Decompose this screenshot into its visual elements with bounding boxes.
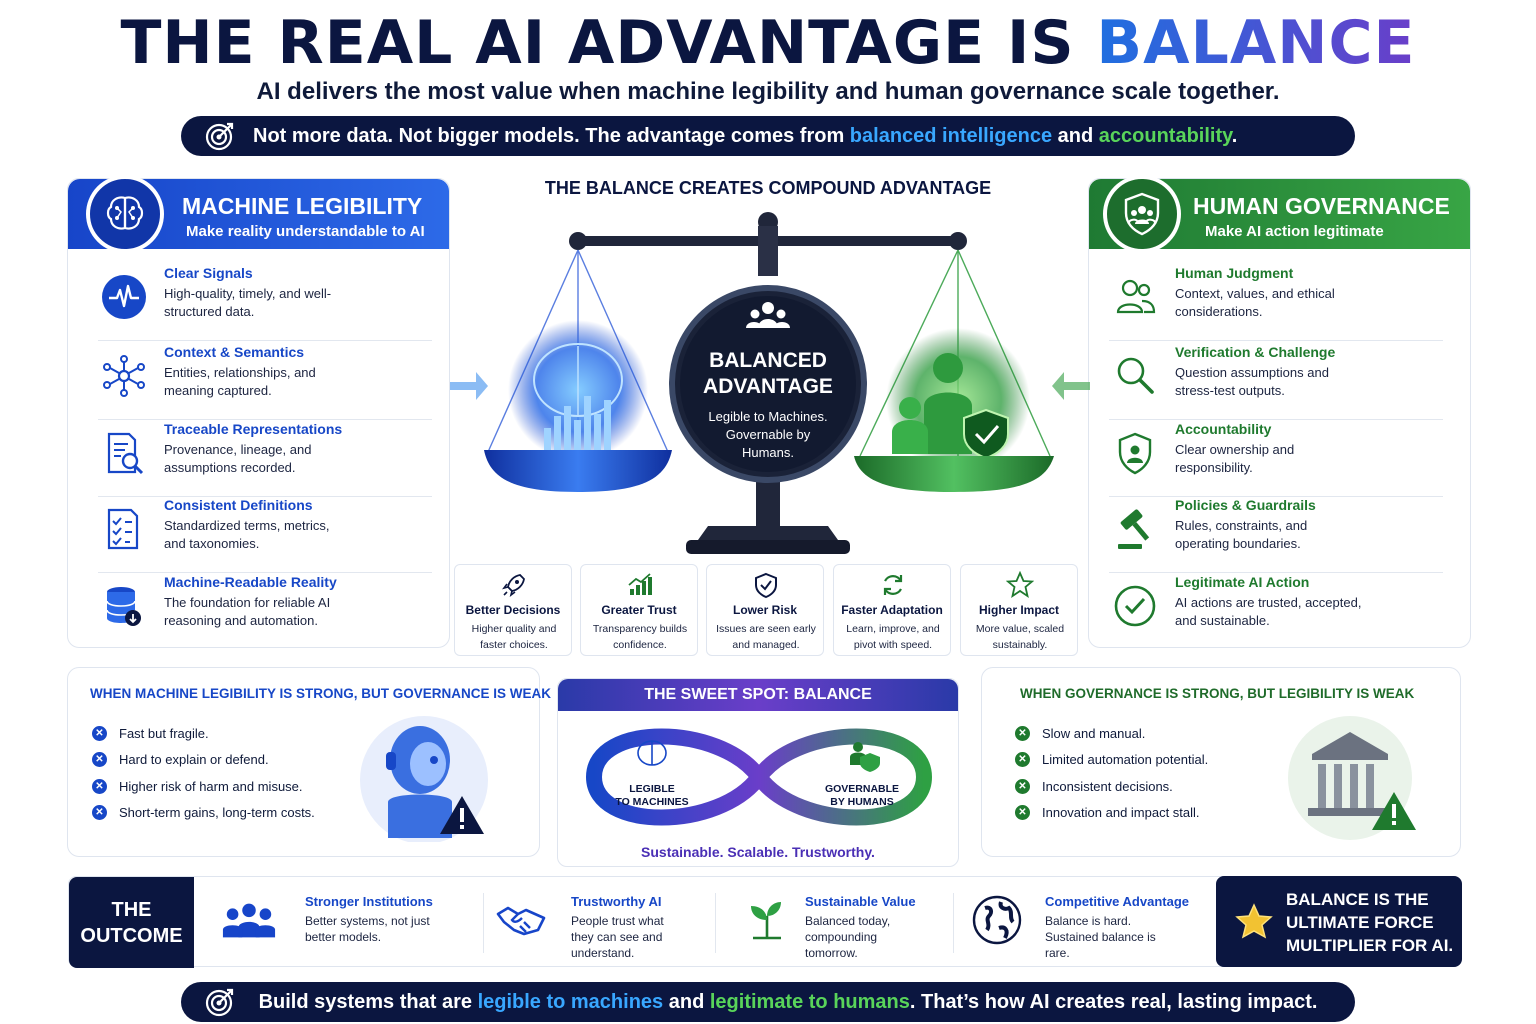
human-governance-subtitle: Make AI action legitimate <box>1205 223 1384 240</box>
bottom-banner-text: Build systems that are legible to machin… <box>258 990 1318 1013</box>
sprout-icon <box>739 895 795 945</box>
brain-icon <box>86 175 164 253</box>
database-icon <box>100 582 148 630</box>
sweet-spot-footer: Sustainable. Scalable. Trustworthy. <box>641 844 875 860</box>
pulse-icon <box>100 273 148 321</box>
human-governance-panel: HUMAN GOVERNANCE Make AI action legitima… <box>1088 175 1471 650</box>
banner-text: Not more data. Not bigger models. The ad… <box>253 124 1238 147</box>
handshake-icon <box>493 895 549 945</box>
list-item: ✕Hard to explain or defend. <box>92 752 269 767</box>
weak-legibility-panel: WHEN GOVERNANCE IS STRONG, BUT LEGIBILIT… <box>981 667 1461 857</box>
x-icon: ✕ <box>1015 805 1030 820</box>
target-icon <box>205 988 234 1017</box>
x-icon: ✕ <box>92 805 107 820</box>
list-item: ✕Higher risk of harm and misuse. <box>92 779 303 794</box>
balanced-advantage-badge: BALANCED ADVANTAGE Legible to Machines. … <box>703 349 833 460</box>
machine-legibility-title: MACHINE LEGIBILITY <box>182 193 423 219</box>
center-title: THE BALANCE CREATES COMPOUND ADVANTAGE <box>544 178 992 198</box>
benefit-card: Better Decisions Higher quality and fast… <box>454 564 572 656</box>
check-circle-icon <box>1111 582 1159 630</box>
list-item: ✕Short-term gains, long-term costs. <box>92 805 315 820</box>
list-item: Policies & Guardrails Rules, constraints… <box>1109 497 1443 573</box>
page-title: THE REAL AI ADVANTAGE IS BALANCE <box>0 8 1536 78</box>
arrow-right-icon <box>450 372 488 400</box>
human-governance-header: HUMAN GOVERNANCE Make AI action legitima… <box>1089 175 1470 253</box>
title-main: THE REAL AI ADVANTAGE IS <box>120 8 1075 78</box>
gold-star-icon <box>1235 903 1273 939</box>
list-item: ✕Innovation and impact stall. <box>1015 805 1200 820</box>
x-icon: ✕ <box>92 752 107 767</box>
machine-legibility-header: MACHINE LEGIBILITY Make reality understa… <box>68 175 449 253</box>
magnifier-icon <box>1111 352 1159 400</box>
checklist-icon <box>100 505 148 553</box>
star-icon <box>1006 571 1034 598</box>
shield-check-icon <box>755 572 777 599</box>
human-governance-title: HUMAN GOVERNANCE <box>1193 193 1450 219</box>
machine-legibility-subtitle: Make reality understandable to AI <box>186 223 425 240</box>
bottom-banner: Build systems that are legible to machin… <box>181 982 1355 1022</box>
shield-people-icon <box>1103 175 1181 253</box>
title-accent: BALANCE <box>1096 8 1416 78</box>
benefit-card: Higher Impact More value, scaled sustain… <box>960 564 1078 656</box>
institution-warning-icon <box>1288 716 1416 840</box>
list-item: Context & Semantics Entities, relationsh… <box>98 344 432 420</box>
list-item: ✕Limited automation potential. <box>1015 752 1208 767</box>
list-item: Traceable Representations Provenance, li… <box>98 421 432 497</box>
machine-legibility-panel: MACHINE LEGIBILITY Make reality understa… <box>67 175 450 650</box>
list-item: Consistent Definitions Standardized term… <box>98 497 432 573</box>
x-icon: ✕ <box>1015 726 1030 741</box>
x-icon: ✕ <box>92 726 107 741</box>
list-item: Human Judgment Context, values, and ethi… <box>1109 265 1443 341</box>
group-icon <box>221 895 277 945</box>
list-item: Accountability Clear ownership and respo… <box>1109 421 1443 497</box>
weak-legibility-title: WHEN GOVERNANCE IS STRONG, BUT LEGIBILIT… <box>1020 686 1415 701</box>
sweet-spot-title: THE SWEET SPOT: BALANCE <box>558 679 958 711</box>
weak-governance-panel: WHEN MACHINE LEGIBILITY IS STRONG, BUT G… <box>67 667 551 857</box>
list-item: Clear Signals High-quality, timely, and … <box>98 265 432 341</box>
globe-icon <box>969 895 1025 945</box>
force-multiplier-banner: BALANCE IS THE ULTIMATE FORCE MULTIPLIER… <box>1216 876 1462 967</box>
arrow-left-icon <box>1052 372 1090 400</box>
list-item: Machine-Readable Reality The foundation … <box>98 574 432 650</box>
rocket-icon <box>502 574 525 597</box>
refresh-icon <box>883 575 903 595</box>
list-item: ✕Slow and manual. <box>1015 726 1145 741</box>
list-item: Legitimate AI Action AI actions are trus… <box>1109 574 1443 650</box>
robot-warning-icon <box>360 716 488 842</box>
target-icon <box>205 122 234 151</box>
list-item: Verification & Challenge Question assump… <box>1109 344 1443 420</box>
gavel-icon <box>1111 505 1159 553</box>
shield-user-icon <box>1111 429 1159 477</box>
document-search-icon <box>100 429 148 477</box>
weak-governance-title: WHEN MACHINE LEGIBILITY IS STRONG, BUT G… <box>90 686 552 701</box>
network-icon <box>100 352 148 400</box>
benefit-card: Lower Risk Issues are seen early and man… <box>706 564 824 656</box>
x-icon: ✕ <box>1015 779 1030 794</box>
top-banner: Not more data. Not bigger models. The ad… <box>181 116 1355 156</box>
page-subtitle: AI delivers the most value when machine … <box>256 78 1280 105</box>
bar-chart-icon <box>628 573 652 595</box>
list-item: ✕Inconsistent decisions. <box>1015 779 1173 794</box>
x-icon: ✕ <box>1015 752 1030 767</box>
list-item: ✕Fast but fragile. <box>92 726 209 741</box>
x-icon: ✕ <box>92 779 107 794</box>
infinity-loop-icon <box>585 728 933 826</box>
benefit-card: Greater Trust Transparency builds confid… <box>580 564 698 656</box>
balance-scale-illustration <box>450 212 1090 554</box>
people-icon <box>1111 273 1159 321</box>
benefit-card: Faster Adaptation Learn, improve, and pi… <box>833 564 951 656</box>
